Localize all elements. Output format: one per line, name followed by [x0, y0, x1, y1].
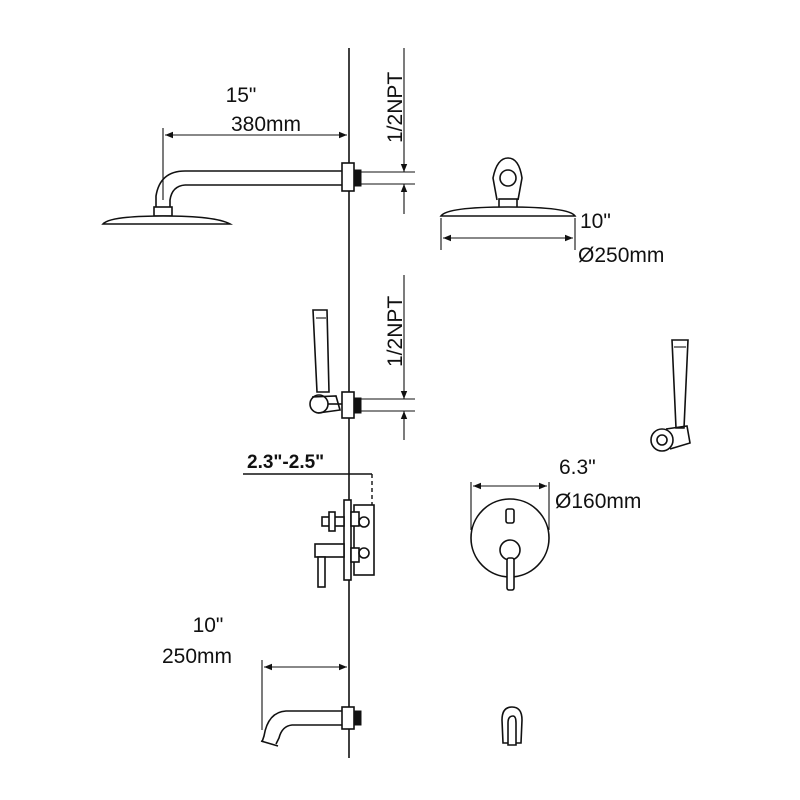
valve-trim-plate [343, 499, 352, 581]
npt-mid-label: 1/2NPT [384, 296, 407, 367]
spout-wall-flange [341, 706, 355, 730]
npt-fitting-mid [353, 397, 362, 414]
valve-cartridge-upper [350, 511, 360, 527]
hand-shower-front-holder [650, 428, 674, 452]
spout-fitting [353, 710, 362, 726]
spout-mm-label: 250mm [162, 645, 232, 668]
hand-shower-front-view [650, 339, 691, 452]
wall-flange-mid [341, 391, 355, 419]
spout-body-lower [275, 724, 344, 745]
lever-handle-front [506, 557, 515, 591]
lever-handle-front-hub [499, 539, 521, 561]
shower-arm-bend-inner [169, 184, 186, 212]
spout-inch-label: 10" [193, 614, 224, 637]
shower-head-front-view: 10" Ø250mm [439, 157, 664, 267]
shower-arm-bend-outer [155, 170, 186, 212]
valve-depth-label: 2.3"-2.5" [247, 452, 324, 473]
head-dia-mm-label: Ø250mm [578, 244, 664, 267]
hand-shower-handle [312, 309, 330, 393]
head-arm-inch-label: 15" [226, 84, 257, 107]
trim-dia-inch-label: 6.3" [559, 456, 596, 479]
npt-fitting-top [353, 169, 362, 187]
valve-port-lower [358, 547, 370, 559]
npt-dimension-mid: 1/2NPT [361, 275, 415, 440]
npt-dimension-top: 1/2NPT [361, 48, 415, 214]
diverter-knob-front [505, 508, 515, 524]
hand-shower-front-handle [671, 339, 689, 429]
head-arm-loop-hole [499, 169, 517, 187]
spout-outlet [260, 740, 279, 747]
spout-body-upper [261, 710, 344, 743]
rain-head-front-profile [439, 206, 577, 217]
hand-shower-side-view [309, 309, 362, 419]
valve-port-upper [358, 516, 370, 528]
lever-handle-hub [314, 543, 345, 558]
valve-cartridge-lower [350, 547, 360, 563]
shower-arm-nut [153, 206, 173, 217]
head-dia-inch-label: 10" [580, 210, 611, 233]
hand-shower-front-holder-hole [656, 434, 668, 446]
spout-front-outlet [507, 715, 517, 746]
wall-flange-top [341, 162, 355, 192]
valve-side-view: 2.3"-2.5" [243, 452, 375, 588]
tub-spout-front-view [501, 706, 523, 746]
lever-handle-side [317, 556, 326, 588]
hand-shower-front-bracket [665, 425, 691, 450]
diverter-knob-stem [328, 511, 336, 532]
trim-dia-mm-label: Ø160mm [555, 490, 641, 513]
valve-trim-front-view: 6.3" Ø160mm [470, 456, 641, 591]
head-arm-loop [492, 157, 523, 201]
tub-spout-side-view: 10" 250mm [162, 614, 362, 747]
rain-head-profile [101, 215, 234, 225]
hand-shower-holder-bracket [311, 395, 342, 414]
shower-head-side-view: 15" 380mm [101, 84, 362, 225]
npt-top-label: 1/2NPT [384, 72, 407, 143]
head-arm-mm-label: 380mm [231, 113, 301, 136]
